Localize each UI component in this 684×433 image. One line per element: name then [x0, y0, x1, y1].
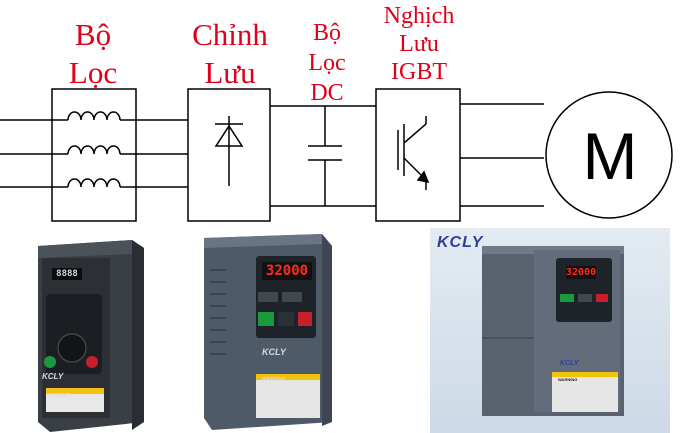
label-bo-loc-dc: Bộ Lọc DC [296, 18, 358, 108]
label-line: Bộ [74, 17, 112, 52]
label-line: Chỉnh [192, 17, 268, 52]
motor-circle [545, 91, 673, 219]
product-drive-small [38, 240, 144, 432]
label-bo-loc: Bộ Lọc [48, 16, 138, 92]
brand-logo-small: KCLY [42, 372, 64, 381]
motor-label: M [582, 119, 638, 193]
display-readout-small: 8888 [52, 268, 82, 280]
diode-icon [214, 116, 244, 186]
brand-logo-large: KCLY [560, 360, 579, 367]
warning-label-medium: WARNING [262, 377, 287, 383]
label-chinh-luu: Chỉnh Lưu [180, 16, 280, 92]
display-readout-medium: 32000 [262, 262, 312, 280]
warning-label-small: WARNING [46, 393, 71, 399]
label-line: IGBT [391, 59, 447, 85]
inverter-box [375, 88, 461, 222]
label-line: Lưu [204, 55, 256, 90]
inductor-icon [67, 178, 121, 188]
label-line: Nghịch [383, 3, 455, 29]
label-line: Lưu [399, 31, 439, 57]
label-line: Lọc [308, 50, 346, 76]
label-line: Lọc [68, 55, 118, 90]
inductor-icon [67, 145, 121, 155]
warning-label-large: WARNING [558, 377, 578, 382]
igbt-icon [397, 116, 430, 190]
label-line: Bộ [312, 20, 341, 46]
filter-box [51, 88, 137, 222]
display-readout-large: 32000 [566, 266, 597, 279]
inductor-icon [67, 111, 121, 121]
product-drive-medium [204, 234, 332, 430]
product-drive-large [482, 246, 624, 416]
rectifier-box [187, 88, 271, 222]
label-line: DC [310, 80, 344, 106]
brand-logo-medium: KCLY [262, 347, 286, 357]
label-nghich-luu-igbt: Nghịch Lưu IGBT [368, 2, 470, 86]
brand-logo-header: KCLY [437, 234, 484, 251]
